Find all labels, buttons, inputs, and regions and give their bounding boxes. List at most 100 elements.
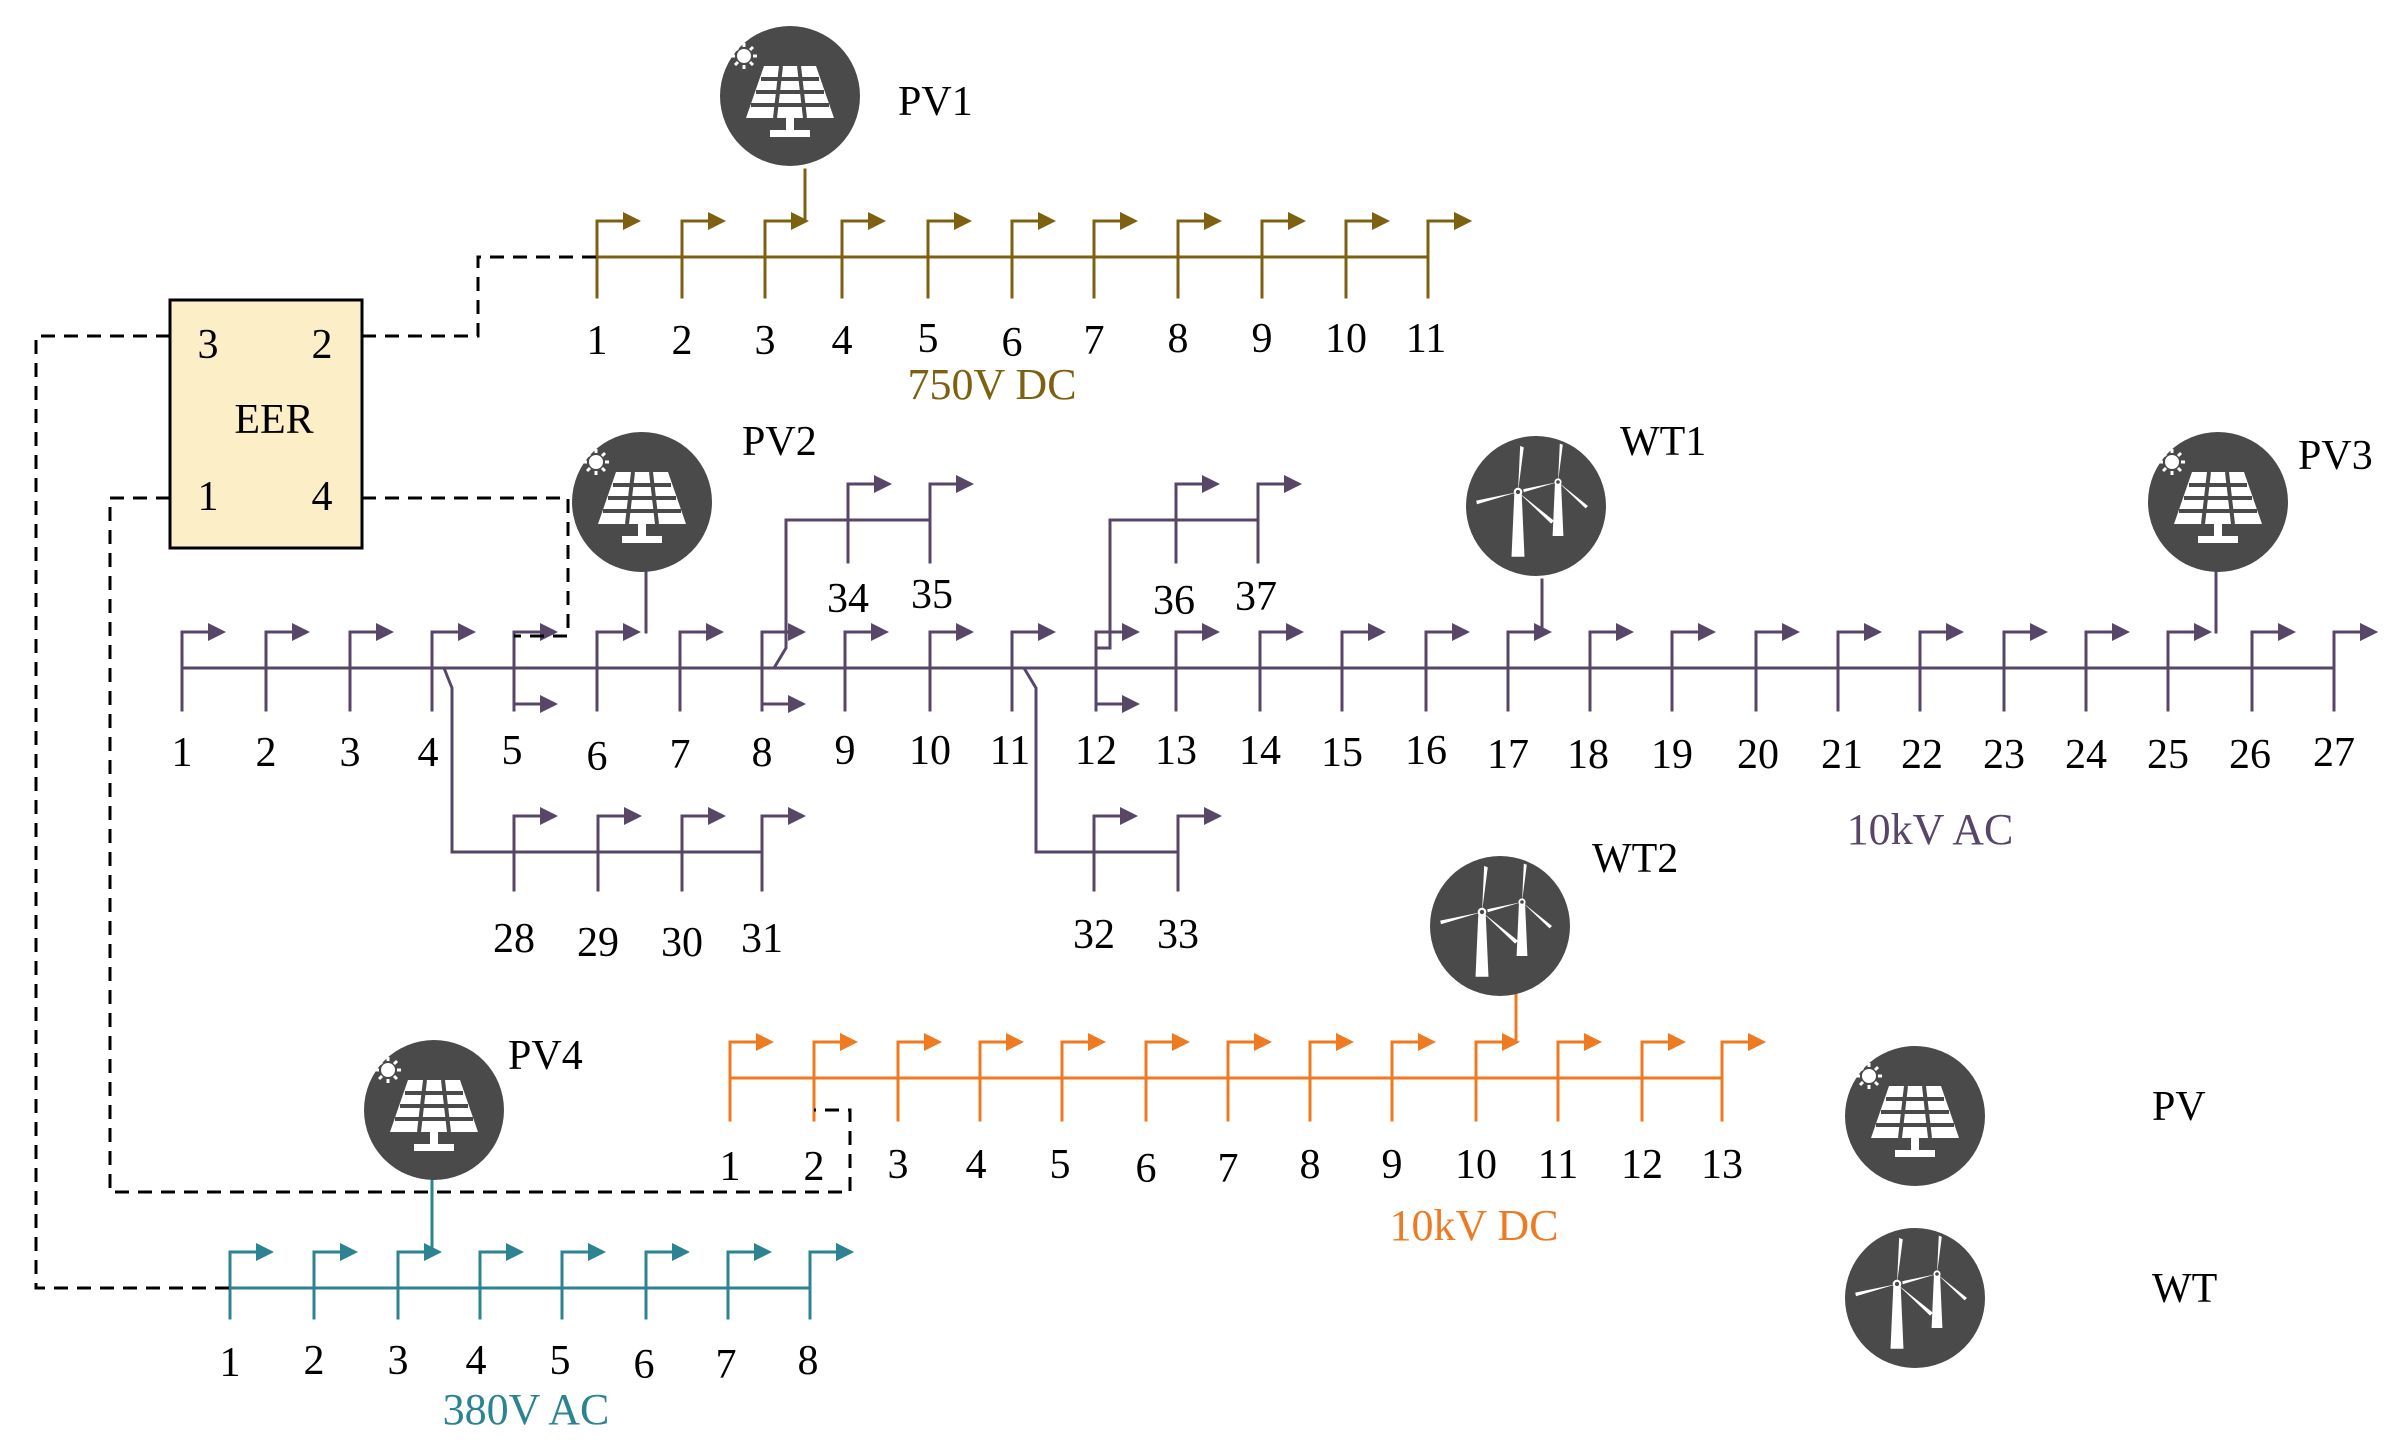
legend-wt-symbol <box>1845 1228 1985 1368</box>
node-label: 5 <box>918 316 939 362</box>
load-arrow <box>840 1033 858 1051</box>
node-label: 2 <box>304 1338 325 1384</box>
eer-link-port4-ac10k <box>362 496 570 638</box>
legend-wt-label: WT <box>2152 1266 2217 1312</box>
label-750v-dc: 750V DC <box>907 360 1076 409</box>
load-arrow <box>1288 212 1306 230</box>
node-label: 31 <box>741 916 783 962</box>
label-pv3: PV3 <box>2298 433 2373 479</box>
node-label: 19 <box>1651 732 1693 778</box>
solar-panel-icon <box>362 1038 506 1182</box>
load-arrow <box>1284 475 1302 493</box>
eer-link-port1-dc10k <box>108 496 852 1194</box>
pv4-symbol <box>362 1038 506 1182</box>
load-arrow <box>1864 623 1882 641</box>
label-10kv-dc: 10kV DC <box>1389 1201 1558 1250</box>
node-label: 27 <box>2313 730 2355 776</box>
load-arrow <box>836 1243 854 1261</box>
node-label: 11 <box>990 728 1030 774</box>
load-arrow <box>256 1243 274 1261</box>
load-arrow <box>708 807 726 825</box>
eer-port-2: 2 <box>312 322 333 368</box>
load-arrow <box>1204 212 1222 230</box>
load-arrow <box>756 1033 774 1051</box>
label-wt1: WT1 <box>1620 419 1706 465</box>
load-arrow <box>1006 1033 1024 1051</box>
load-arrow <box>788 623 806 641</box>
legend-pv-label: PV <box>2152 1084 2206 1130</box>
wt1-symbol <box>1466 436 1606 576</box>
node-label: 4 <box>966 1142 987 1188</box>
load-arrow <box>2112 623 2130 641</box>
node-label: 9 <box>1382 1142 1403 1188</box>
load-arrow <box>871 623 889 641</box>
load-arrow <box>1038 623 1056 641</box>
node-label: 8 <box>798 1338 819 1384</box>
node-label: 1 <box>172 730 193 776</box>
load-arrow <box>340 1243 358 1261</box>
load-arrow <box>2278 623 2296 641</box>
node-label: 34 <box>827 576 869 622</box>
load-arrow <box>1372 212 1390 230</box>
nodes-10kv-dc: 1 2 3 4 5 6 7 8 9 10 11 12 13 <box>720 1142 1744 1192</box>
node-label: 6 <box>587 734 608 780</box>
ac10k-branch-8 <box>772 518 930 669</box>
node-label: 10 <box>1325 316 1367 362</box>
node-label: 35 <box>911 572 953 618</box>
node-label: 1 <box>720 1144 741 1190</box>
pv2-symbol <box>570 430 714 574</box>
load-arrow <box>1122 623 1140 641</box>
node-label: 3 <box>755 318 776 364</box>
pv3-symbol <box>2146 430 2290 574</box>
wind-turbine-icon <box>1430 856 1570 996</box>
node-label: 7 <box>1084 318 1105 364</box>
ac10k-branch-4 <box>442 667 762 854</box>
load-arrow <box>788 807 806 825</box>
node-label: 12 <box>1621 1142 1663 1188</box>
load-arrow <box>1452 623 1470 641</box>
eer-link-port2-dc750 <box>362 255 597 338</box>
wind-turbine-icon <box>1845 1228 1985 1368</box>
node-label: 25 <box>2147 732 2189 778</box>
load-arrow <box>588 1243 606 1261</box>
ac10k-branch-11 <box>1022 667 1178 854</box>
node-label: 5 <box>502 728 523 774</box>
load-arrow <box>924 1033 942 1051</box>
node-label: 23 <box>1983 732 2025 778</box>
wt2-symbol <box>1430 856 1570 996</box>
node-label: 17 <box>1487 732 1529 778</box>
solar-panel-icon <box>1843 1044 1987 1188</box>
load-arrow <box>1502 1033 1520 1051</box>
load-arrow <box>208 623 226 641</box>
load-arrow <box>623 212 641 230</box>
ac10k-branch-12 <box>1096 518 1258 650</box>
load-arrow <box>708 212 726 230</box>
load-arrow <box>1286 623 1304 641</box>
node-label: 11 <box>1406 316 1446 362</box>
node-label: 18 <box>1567 732 1609 778</box>
load-arrow <box>2360 623 2378 641</box>
node-label: 7 <box>716 1342 737 1388</box>
node-label: 13 <box>1701 1142 1743 1188</box>
load-arrow <box>1254 1033 1272 1051</box>
node-label: 20 <box>1737 732 1779 778</box>
load-arrow <box>1088 1033 1106 1051</box>
node-label: 26 <box>2229 732 2271 778</box>
load-arrow <box>1202 623 1220 641</box>
load-arrow <box>1122 695 1140 713</box>
node-label: 8 <box>1300 1142 1321 1188</box>
node-label: 5 <box>550 1338 571 1384</box>
node-label: 2 <box>672 318 693 364</box>
load-arrow <box>292 623 310 641</box>
load-arrow <box>706 623 724 641</box>
node-label: 33 <box>1157 912 1199 958</box>
load-arrow <box>1584 1033 1602 1051</box>
load-arrow <box>1172 1033 1190 1051</box>
node-label: 1 <box>587 318 608 364</box>
node-label: 24 <box>2065 732 2107 778</box>
load-arrow <box>788 695 806 713</box>
node-label: 11 <box>1538 1142 1578 1188</box>
load-arrow <box>2030 623 2048 641</box>
load-arrow <box>1368 623 1386 641</box>
node-label: 3 <box>340 730 361 776</box>
